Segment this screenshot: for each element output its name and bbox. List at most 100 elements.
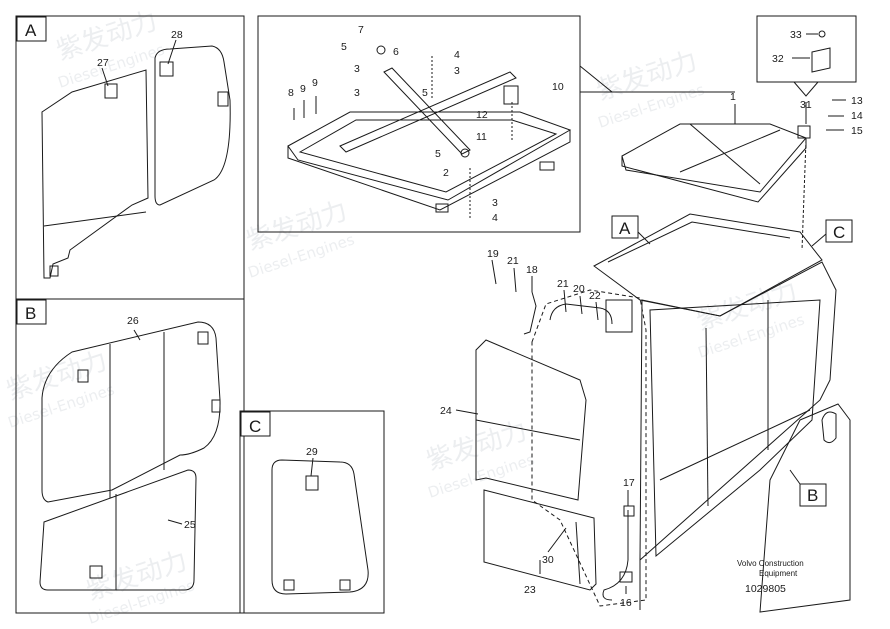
callout-tag-a (611, 215, 639, 239)
part-number: 23 (524, 584, 536, 596)
latch (104, 83, 118, 99)
hatch-strap (339, 71, 517, 153)
part-number: 21 (507, 255, 519, 267)
roof-hatch-detail (257, 15, 735, 233)
part-number: 5 (435, 148, 441, 160)
part-number: 5 (422, 87, 428, 99)
leader-line (801, 139, 807, 251)
part-number: 24 (440, 405, 452, 417)
latch (77, 369, 89, 383)
part-number: 21 (557, 278, 569, 290)
part-number: 18 (526, 264, 538, 276)
callout-tag-c (825, 219, 853, 243)
leader-line (547, 527, 567, 553)
leader-line (455, 409, 479, 415)
callout-label-c: C (833, 223, 845, 242)
window-seam (575, 521, 581, 585)
part-number: 32 (772, 53, 784, 65)
callout-arrow (637, 231, 651, 245)
watermark: 紫发动力 Diesel-Engines 紫发动力 Diesel-Engines … (3, 6, 807, 628)
leader-line (579, 295, 583, 315)
part-number: 19 (487, 248, 499, 260)
panel-b (15, 298, 245, 614)
part-number: 29 (306, 446, 318, 458)
panel-b-frame (15, 298, 245, 614)
window-seam (659, 409, 811, 481)
part-number: 7 (358, 24, 364, 36)
latch (797, 125, 811, 139)
fastener (460, 148, 470, 158)
bracket-detail (756, 15, 857, 97)
window-pane-29 (271, 459, 369, 595)
part-number: 33 (790, 29, 802, 41)
panel-a (15, 15, 245, 300)
leader-line (595, 301, 599, 321)
bracket (619, 571, 633, 583)
panel-c-frame (239, 410, 385, 614)
panel-c (239, 410, 385, 614)
part-number: 1 (730, 91, 736, 103)
part-number: 30 (542, 554, 554, 566)
leader-line (563, 289, 567, 313)
company-name-line2: Equipment (759, 569, 798, 578)
part-number: 20 (573, 283, 585, 295)
leader-line (513, 267, 517, 293)
mount-bracket (811, 47, 831, 73)
callout-label-a: A (619, 219, 631, 238)
hatch-frame-side (287, 130, 571, 211)
cab-roof (593, 213, 823, 317)
window-pane-25 (39, 469, 197, 591)
part-number: 10 (552, 81, 564, 93)
latch (159, 61, 174, 77)
cab-wiper-arm (549, 303, 613, 325)
latch (305, 475, 319, 491)
fastener (376, 45, 386, 55)
cab-front-frame (531, 289, 647, 607)
part-number: 17 (623, 477, 635, 489)
front-window-upper (475, 339, 587, 501)
section-label-c: C (249, 417, 261, 436)
pane-seam (43, 211, 147, 227)
panel-c-tag (240, 411, 271, 437)
latch (339, 579, 351, 591)
part-number: 28 (171, 29, 183, 41)
part-number: 3 (454, 65, 460, 77)
hatch-strap (679, 129, 781, 173)
callout-arrow (789, 469, 801, 485)
section-label-b: B (25, 304, 36, 323)
bracket (539, 161, 555, 171)
leader-line (133, 329, 141, 341)
part-number: 13 (851, 95, 863, 107)
cab-roof-rib (607, 221, 791, 263)
detail-frame (257, 15, 581, 233)
leader-line (167, 519, 183, 525)
leader-line (101, 67, 109, 87)
part-number: 31 (800, 99, 812, 111)
bracket (503, 85, 519, 105)
part-number: 4 (492, 212, 498, 224)
latch (283, 579, 295, 591)
cab-light (821, 411, 837, 444)
part-number: 3 (354, 63, 360, 75)
roof-hatch (621, 99, 846, 251)
part-number: 15 (851, 125, 863, 137)
leader-line (167, 39, 177, 65)
hatch-frame-inner (298, 119, 558, 193)
part-number: 3 (354, 87, 360, 99)
drawing-number: 1029805 (745, 583, 786, 595)
part-number: 3 (492, 197, 498, 209)
part-number: 9 (300, 83, 306, 95)
latch (197, 331, 209, 345)
bracket (435, 203, 449, 213)
part-number: 26 (127, 315, 139, 327)
bracket (623, 505, 635, 517)
part-number: 4 (454, 49, 460, 61)
cab-assembly (455, 213, 853, 613)
panel-a-tag (16, 16, 47, 42)
company-name: Volvo Construction (737, 559, 804, 568)
fastener (818, 30, 826, 38)
leader-line (491, 259, 497, 285)
callout-label-b: B (807, 486, 818, 505)
